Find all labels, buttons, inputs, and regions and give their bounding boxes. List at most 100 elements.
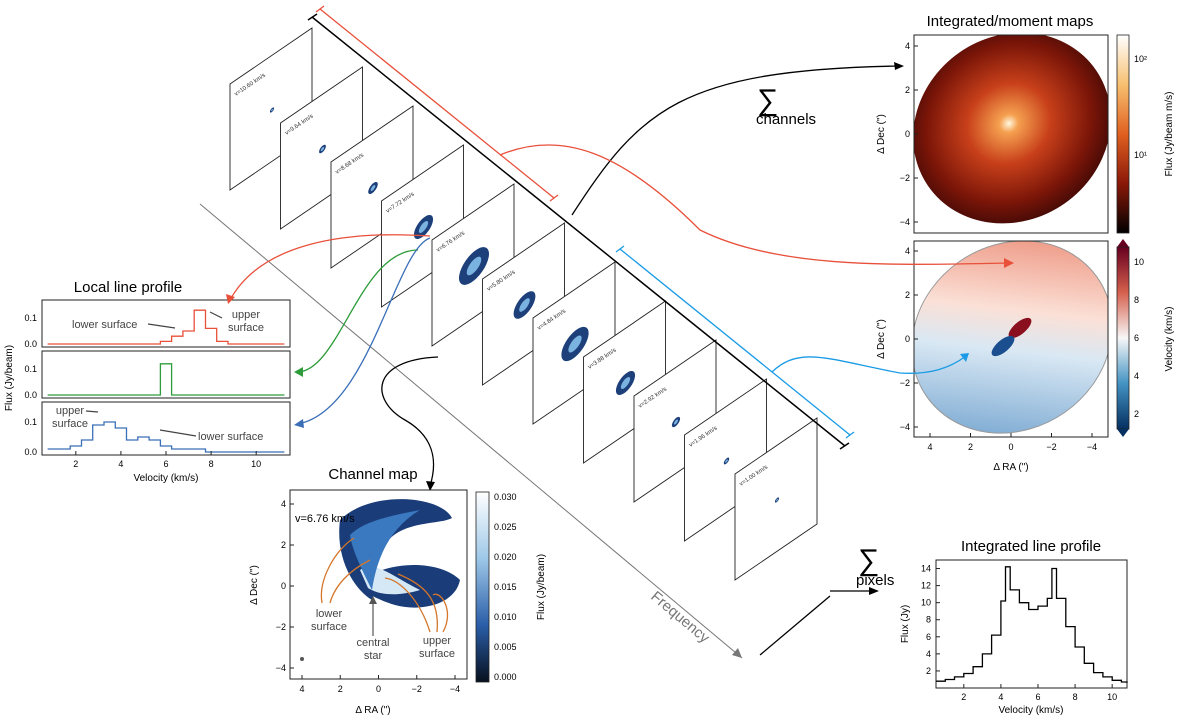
moment0-map: [913, 34, 1109, 234]
line-profile-title: Local line profile: [74, 279, 182, 296]
channel-slice: v=1.00 km/s: [734, 417, 818, 581]
tick-label: 0: [905, 129, 910, 139]
tick-label: 6: [163, 459, 168, 469]
tick-label: 10: [251, 459, 261, 469]
red-bracket: [319, 8, 555, 199]
tick-label: 0.1: [24, 417, 37, 427]
red-upper-label-2: surface: [228, 322, 264, 334]
tick-label: 4: [927, 442, 932, 452]
tick-label: 0.1: [24, 313, 37, 323]
cbar-tick: 4: [1134, 371, 1139, 381]
int-x-label: Velocity (km/s): [998, 705, 1063, 716]
tick-label: −2: [412, 684, 422, 694]
pixels-label: pixels: [856, 572, 894, 589]
channel-slice: v=9.64 km/s: [280, 66, 363, 230]
tick-label: 2: [961, 692, 966, 702]
cbar-tick: 8: [1134, 295, 1139, 305]
line-panel-red: [41, 299, 291, 348]
tick-label: −4: [900, 217, 910, 227]
tick-label: 4: [118, 459, 123, 469]
cyan-bracket: [619, 248, 851, 436]
green-arrow: [297, 249, 419, 373]
tick-label: 0.1: [24, 364, 37, 374]
cbar-tick: 0.025: [494, 522, 517, 532]
int-y-label: Flux (Jy): [900, 605, 911, 643]
channels-arrow: [571, 65, 899, 216]
ch-cbar-label: Flux (Jy/beam): [536, 554, 547, 620]
m1-cbar-label: Velocity (km/s): [1164, 306, 1175, 371]
channel-map: [289, 489, 468, 680]
ch-lower-label-2: surface: [311, 621, 347, 633]
tick-label: 10: [1107, 692, 1117, 702]
red-lower-surface-label: lower surface: [72, 319, 137, 331]
tick-label: −4: [900, 422, 910, 432]
blue-upper-label-2: surface: [52, 418, 88, 430]
cbar-tick: 0.020: [494, 552, 517, 562]
tick-label: −2: [900, 173, 910, 183]
tick-label: 0: [281, 581, 286, 591]
moment-maps-title: Integrated/moment maps: [927, 13, 1094, 30]
m1-ra-label: Δ RA ("): [993, 462, 1028, 473]
m1-cbar-ticks: 10 8 6 4 2: [1134, 257, 1144, 419]
frequency-arrowhead: [732, 648, 742, 658]
cbar-tick: 2: [1134, 409, 1139, 419]
cyan-arrow: [771, 355, 967, 374]
channel-slice: v=7.72 km/s: [381, 144, 464, 308]
tick-label: 0: [376, 684, 381, 694]
tick-label: 2: [338, 684, 343, 694]
tick-label: 2: [905, 290, 910, 300]
sum-pixels-symbol: ∑: [858, 544, 879, 577]
m0-cbar-label: Flux (Jy/beam m/s): [1164, 91, 1175, 176]
red-moment-arrow: [499, 144, 1011, 265]
red-upper-label-1: upper: [232, 309, 260, 321]
tick-label: −2: [276, 622, 286, 632]
line-panel-green: [41, 350, 291, 399]
channel-stack: v=10.60 km/sv=9.64 km/sv=8.68 km/sv=7.72…: [229, 27, 818, 581]
cbar-tick: 10: [1134, 257, 1144, 267]
tick-label: 4: [905, 41, 910, 51]
tick-label: 4: [281, 499, 286, 509]
red-arrow: [229, 234, 431, 301]
integrated-panel: [935, 559, 1128, 689]
cbar-tick: 0.005: [494, 642, 517, 652]
tick-label: 12: [921, 581, 931, 591]
integrated-spectrum: [936, 566, 1128, 683]
m1-cbar-top-cap: [1117, 239, 1129, 247]
tick-label: −2: [900, 378, 910, 388]
channel-velocity-label: v=6.76 km/s: [295, 513, 355, 525]
ch-central-label-1: central: [356, 637, 389, 649]
tick-label: −4: [1087, 442, 1097, 452]
frequency-label: Frequency: [647, 588, 713, 647]
m1-y-ticks: 4 2 0 −2 −4: [900, 246, 918, 432]
tick-label: 0.0: [24, 390, 37, 400]
tick-label: 4: [905, 246, 910, 256]
ch-upper-label-2: surface: [419, 648, 455, 660]
ch-lower-label-1: lower: [316, 608, 343, 620]
frequency-axis: [199, 203, 743, 659]
tick-label: −2: [1046, 442, 1056, 452]
m0-cbar-tick-1: 10¹: [1134, 150, 1147, 160]
m1-cbar-bottom-cap: [1117, 429, 1129, 437]
m0-cbar-tick-0: 10²: [1134, 54, 1147, 64]
channel-slice: v=3.88 km/s: [583, 300, 666, 464]
tick-label: 14: [921, 564, 931, 574]
tick-label: −4: [450, 684, 460, 694]
m1-dec-label: Δ Dec ("): [876, 319, 887, 359]
tick-label: 2: [905, 85, 910, 95]
ch-central-label-2: star: [364, 650, 383, 662]
red-spectrum: [47, 309, 285, 345]
channel-slice: v=6.76 km/s: [431, 183, 515, 347]
integrated-title: Integrated line profile: [961, 538, 1101, 555]
cbar-tick: 6: [1134, 333, 1139, 343]
tick-label: 0: [905, 334, 910, 344]
channel-arrow: [381, 356, 439, 487]
m0-y-ticks: 4 2 0 −2 −4: [900, 41, 918, 227]
tick-label: 6: [926, 632, 931, 642]
green-spectrum: [47, 363, 285, 396]
